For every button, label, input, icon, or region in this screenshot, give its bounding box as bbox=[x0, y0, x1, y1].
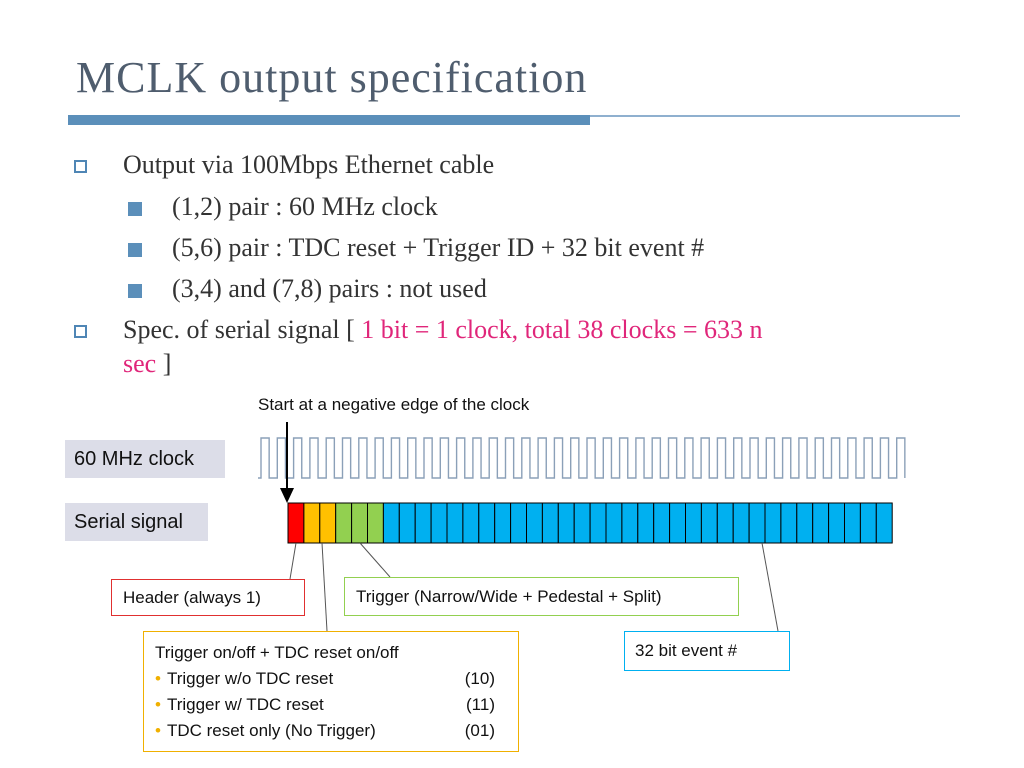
serial-bit bbox=[367, 502, 384, 544]
serial-bit bbox=[621, 502, 639, 544]
row-code: (11) bbox=[466, 695, 495, 714]
spec-prefix: Spec. of serial signal [ bbox=[123, 315, 362, 344]
serial-bit bbox=[716, 502, 734, 544]
row-label: TDC reset only (No Trigger) bbox=[166, 721, 376, 740]
bullet-dot-icon: • bbox=[155, 695, 161, 714]
serial-bit bbox=[685, 502, 702, 544]
spec-suffix: ] bbox=[156, 349, 172, 378]
serial-bit bbox=[796, 502, 814, 544]
header-callout: Header (always 1) bbox=[111, 579, 305, 616]
row-code: (10) bbox=[464, 669, 495, 688]
serial-bit bbox=[494, 502, 512, 544]
row-label: Trigger w/ TDC reset bbox=[166, 695, 324, 714]
serial-bit bbox=[812, 502, 830, 544]
sub-bullet-icon bbox=[128, 284, 142, 298]
sub-bullet-1: (1,2) pair : 60 MHz clock bbox=[172, 192, 438, 221]
clock-waveform bbox=[258, 437, 906, 479]
bullet-square-icon bbox=[74, 325, 87, 338]
serial-bit bbox=[764, 502, 782, 544]
serial-bit bbox=[844, 502, 861, 544]
serial-bit bbox=[859, 502, 877, 544]
serial-bit bbox=[351, 502, 369, 544]
serial-bit bbox=[303, 502, 321, 544]
event-callout: 32 bit event # bbox=[624, 631, 790, 671]
serial-bit bbox=[605, 502, 623, 544]
trigger-tdc-row: • Trigger w/ TDC reset (11) bbox=[155, 692, 495, 718]
serial-bit bbox=[335, 502, 353, 544]
serial-bit bbox=[382, 502, 400, 544]
title-underline-dark bbox=[68, 115, 590, 125]
sub-bullet-3: (3,4) and (7,8) pairs : not used bbox=[172, 274, 487, 303]
sub-bullet-icon bbox=[128, 202, 142, 216]
page-title: MCLK output specification bbox=[76, 53, 588, 102]
spec-highlight-cont: sec bbox=[123, 349, 157, 378]
header-callout-text: Header (always 1) bbox=[123, 588, 261, 607]
event-callout-text: 32 bit event # bbox=[635, 641, 738, 660]
serial-bit bbox=[875, 502, 893, 544]
start-arrow-icon bbox=[280, 488, 294, 503]
row-code: (01) bbox=[464, 721, 495, 740]
title-underline-light bbox=[590, 115, 960, 117]
trigger-tdc-callout: Trigger on/off + TDC reset on/off • Trigg… bbox=[143, 631, 519, 752]
serial-bit bbox=[462, 502, 480, 544]
serial-label: Serial signal bbox=[65, 503, 208, 541]
row-label: Trigger w/o TDC reset bbox=[166, 669, 334, 688]
start-note: Start at a negative edge of the clock bbox=[258, 395, 530, 414]
bullet-item-1: Output via 100Mbps Ethernet cable bbox=[123, 150, 495, 179]
serial-bit bbox=[589, 502, 607, 544]
serial-bit bbox=[478, 502, 496, 544]
spec-highlight: 1 bit = 1 clock, total 38 clocks = 633 n bbox=[361, 315, 763, 344]
serial-bit bbox=[780, 502, 798, 544]
serial-bit bbox=[748, 502, 766, 544]
bullet-item-2-line2: sec ] bbox=[123, 349, 171, 379]
serial-bit bbox=[732, 502, 750, 544]
header-leader-line bbox=[289, 542, 297, 580]
bullet-dot-icon: • bbox=[155, 721, 161, 740]
trigger-tdc-leader-line bbox=[321, 542, 328, 632]
trigger-callout: Trigger (Narrow/Wide + Pedestal + Split) bbox=[344, 577, 739, 616]
trigger-leader-line bbox=[359, 542, 391, 578]
serial-bit bbox=[669, 502, 686, 544]
trigger-tdc-row: • Trigger w/o TDC reset (10) bbox=[155, 666, 495, 692]
serial-bit bbox=[430, 502, 448, 544]
serial-bit bbox=[526, 502, 543, 544]
trigger-tdc-row: • TDC reset only (No Trigger) (01) bbox=[155, 718, 495, 744]
callout-lines bbox=[280, 422, 779, 632]
serial-bit bbox=[828, 502, 845, 544]
serial-bit bbox=[319, 502, 337, 544]
serial-bit bbox=[287, 502, 305, 544]
serial-bit bbox=[398, 502, 416, 544]
bullet-square-icon bbox=[74, 160, 87, 173]
sub-bullet-2: (5,6) pair : TDC reset + Trigger ID + 32… bbox=[172, 233, 705, 262]
serial-bits bbox=[287, 502, 893, 544]
clock-waveform-line bbox=[258, 437, 906, 479]
serial-bit bbox=[414, 502, 432, 544]
serial-bit bbox=[573, 502, 591, 544]
bullet-item-2: Spec. of serial signal [ 1 bit = 1 clock… bbox=[123, 315, 762, 345]
serial-bit bbox=[637, 502, 655, 544]
clock-label: 60 MHz clock bbox=[65, 440, 225, 478]
serial-bit bbox=[557, 502, 575, 544]
serial-bit bbox=[541, 502, 559, 544]
serial-bit bbox=[510, 502, 528, 544]
serial-bit bbox=[700, 502, 718, 544]
event-leader-line bbox=[761, 542, 779, 632]
serial-bit bbox=[446, 502, 464, 544]
bullet-dot-icon: • bbox=[155, 669, 161, 688]
trigger-tdc-heading: Trigger on/off + TDC reset on/off bbox=[155, 643, 399, 662]
trigger-callout-text: Trigger (Narrow/Wide + Pedestal + Split) bbox=[356, 587, 662, 606]
serial-bit bbox=[653, 502, 671, 544]
sub-bullet-icon bbox=[128, 243, 142, 257]
